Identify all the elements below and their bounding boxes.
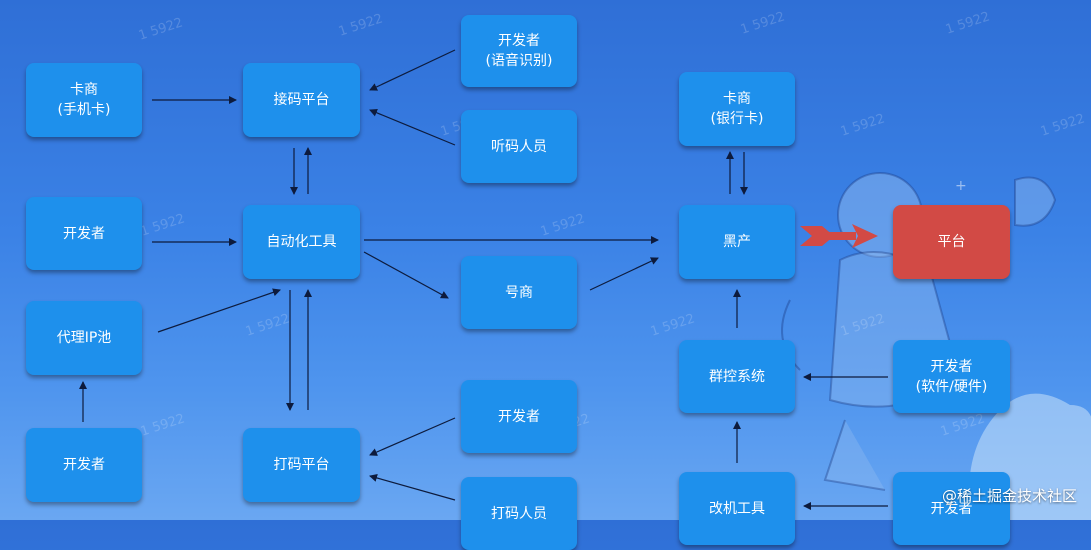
node-platform[interactable]: 平台 [893, 205, 1010, 279]
edge-proxy-to-automation [157, 288, 281, 333]
node-label: 开发者 [930, 358, 973, 375]
node-developer-bottom-left[interactable]: 开发者 [26, 428, 142, 502]
node-label: 黑产 [723, 234, 751, 250]
node-captcha-platform[interactable]: 打码平台 [243, 428, 360, 502]
node-label: 卡商 [723, 91, 751, 107]
node-label: 卡商 [70, 82, 98, 98]
node-label: 开发者 [63, 225, 105, 242]
edge-voice-dev-to-code-platform [369, 49, 456, 91]
node-sublabel: (软件/硬件) [915, 378, 988, 395]
node-account-dealer[interactable]: 号商 [461, 256, 577, 329]
node-label: 开发者 [498, 33, 540, 49]
node-automation-tool[interactable]: 自动化工具 [243, 205, 360, 279]
edge-listener-to-code-platform [369, 108, 456, 146]
attack-arrow-icon [800, 224, 878, 248]
node-dev-software[interactable]: 开发者 (软件/硬件) [893, 340, 1010, 413]
node-label: 接码平台 [273, 92, 330, 108]
node-label: 群控系统 [709, 368, 765, 385]
node-label: 听码人员 [491, 138, 547, 155]
node-sublabel: (银行卡) [710, 111, 764, 127]
node-developer-left[interactable]: 开发者 [26, 197, 142, 270]
footer-watermark: @稀土掘金技术社区 [941, 487, 1077, 505]
node-code-platform[interactable]: 接码平台 [243, 63, 360, 137]
edge-captcha-worker-to-captcha-platform [369, 474, 456, 501]
node-card-dealer-bank[interactable]: 卡商 (银行卡) [679, 72, 795, 146]
node-label: 开发者 [930, 500, 973, 517]
node-black-industry[interactable]: 黑产 [679, 205, 795, 279]
node-label: 自动化工具 [266, 234, 337, 250]
diagram-canvas: + 1 5922 1 5922 1 5922 1 5922 1 5922 1 5… [26, 15, 1091, 550]
node-captcha-worker[interactable]: 打码人员 [461, 477, 577, 550]
node-card-dealer-sim[interactable]: 卡商 (手机卡) [26, 63, 142, 137]
edge-account-dealer-to-black-industry [589, 257, 659, 291]
node-sublabel: (手机卡) [57, 102, 111, 118]
node-label: 改机工具 [709, 500, 765, 517]
node-device-mod-tool[interactable]: 改机工具 [679, 472, 795, 545]
node-dev-captcha[interactable]: 开发者 [461, 380, 577, 453]
node-label: 开发者 [498, 408, 540, 425]
node-sublabel: (语音识别) [485, 53, 553, 69]
edge-captcha-dev-to-captcha-platform [369, 417, 456, 456]
node-label: 打码平台 [273, 457, 330, 473]
node-group-control[interactable]: 群控系统 [679, 340, 795, 413]
node-label: 号商 [505, 284, 533, 301]
node-dev-bottom-right[interactable]: 开发者 [893, 472, 1010, 545]
node-proxy-ip-pool[interactable]: 代理IP池 [26, 301, 142, 375]
node-label: 打码人员 [491, 505, 547, 522]
node-label: 平台 [937, 234, 966, 250]
diagram-edges [79, 49, 888, 510]
node-label: 代理IP池 [56, 330, 112, 346]
node-dev-voice[interactable]: 开发者 (语音识别) [461, 15, 577, 87]
node-label: 开发者 [63, 457, 105, 473]
node-code-listener[interactable]: 听码人员 [461, 110, 577, 183]
edge-automation-to-account-dealer [363, 251, 449, 299]
